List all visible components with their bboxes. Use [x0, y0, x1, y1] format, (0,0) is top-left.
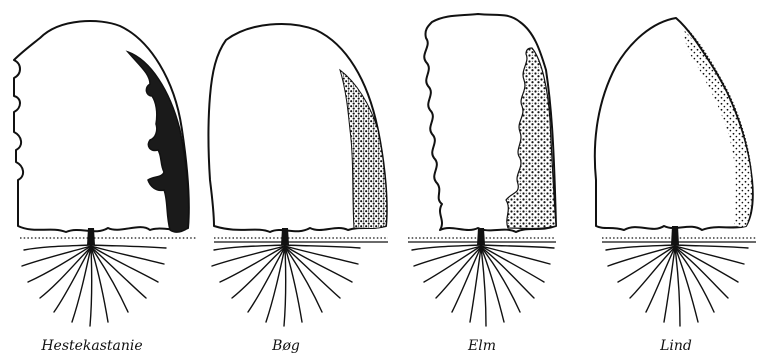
elm-stem — [477, 228, 485, 245]
caption-hestekastanie: Hestekastanie — [41, 338, 142, 354]
bog-roots — [212, 245, 360, 326]
hestekastanie-stem — [87, 228, 95, 245]
lind-stem — [671, 226, 679, 245]
hestekastanie-illustration — [14, 21, 196, 326]
caption-elm: Elm — [468, 338, 496, 354]
caption-lind: Lind — [660, 338, 692, 354]
lind-roots — [606, 245, 748, 326]
bog-stem — [281, 228, 289, 245]
hestekastanie-roots — [22, 245, 166, 326]
elm-illustration — [408, 14, 556, 326]
lind-illustration — [595, 18, 756, 326]
elm-roots — [412, 245, 554, 326]
bog-illustration — [209, 24, 389, 326]
caption-bog: Bøg — [272, 338, 300, 354]
